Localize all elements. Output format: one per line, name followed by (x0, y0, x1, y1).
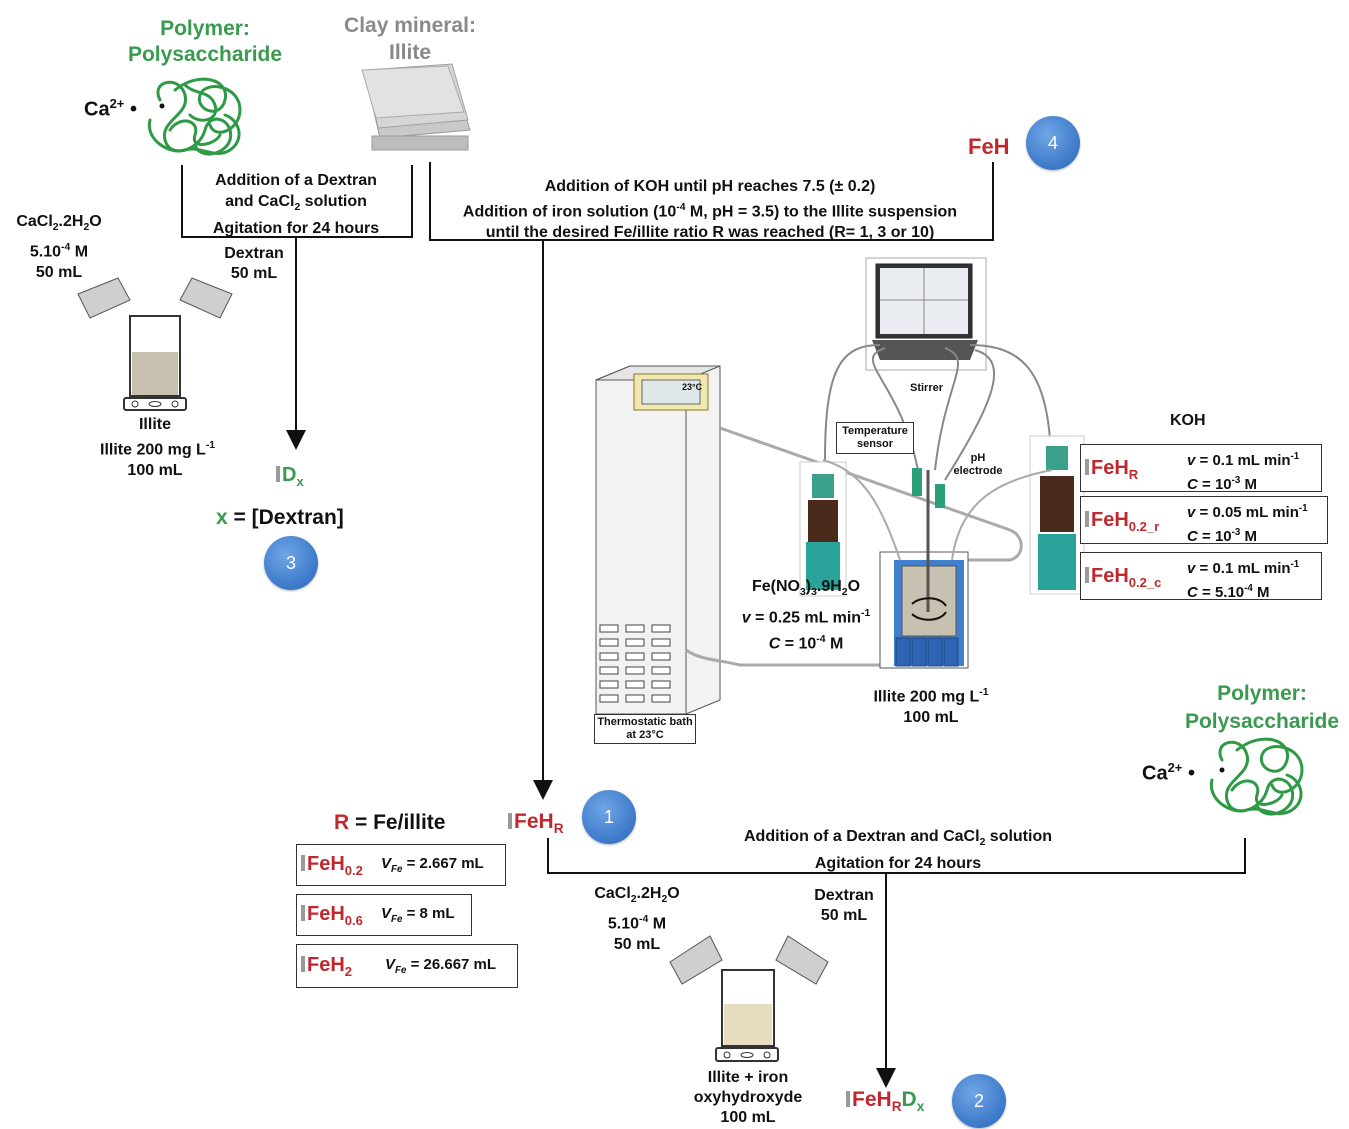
polymer-dot-top (159, 103, 165, 109)
koh-condition-box: FeH0.2_c v = 0.1 mL min-1 C = 5.10-4 M (1080, 552, 1322, 601)
calcium-ion-label-bottom: Ca2+ • (1142, 760, 1195, 785)
ratio-box: FeH0.6 VFe = 8 mL (296, 894, 472, 936)
polymer-subtitle-line: Polysaccharide (127, 43, 283, 66)
koh-box-params: v = 0.05 mL min-1 C = 10-3 M (1187, 503, 1308, 545)
ph-electrode-label: pH electrode (953, 452, 1003, 477)
ratio-box-volume: VFe = 8 mL (381, 905, 455, 925)
temperature-sensor-label: Temperature sensor (836, 422, 914, 454)
reactor-label: Illite 200 mg L-1 100 mL (873, 687, 989, 727)
ratio-box-name: FeH0.6 (301, 903, 363, 928)
koh-condition-box: FeHR v = 0.1 mL min-1 C = 10-3 M (1080, 444, 1322, 493)
thermostatic-bath-unit (595, 365, 721, 715)
left-dextran-label: Dextran 50 mL (224, 245, 284, 282)
thermostatic-bath-label: Thermostatic bath at 23°C (594, 714, 696, 744)
polymer-coil-bottom (1209, 737, 1304, 816)
stirrer-label: Stirrer (910, 382, 944, 394)
koh-label: KOH (1170, 412, 1206, 429)
ratio-box-volume: VFe = 26.667 mL (385, 956, 497, 976)
laptop-icon (865, 257, 987, 371)
bottom-cacl2-label: CaCl2.2H2O 5.10-4 M 50 mL (594, 885, 680, 953)
polymer-title-line: Polymer: (1217, 682, 1307, 705)
bath-display-readout: 23°C (682, 382, 703, 392)
koh-box-name: FeH0.2_r (1085, 509, 1159, 534)
reactor-vessel (879, 468, 969, 669)
koh-box-params: v = 0.1 mL min-1 C = 10-3 M (1187, 451, 1300, 493)
clay-subtitle-line: Illite (388, 41, 431, 64)
ratio-box-name: FeH2 (301, 954, 352, 979)
koh-dispenser-icon (1029, 435, 1085, 595)
product-bar-icon (276, 466, 280, 482)
left-cacl2-label: CaCl2.2H2O 5.10-4 M 50 mL (16, 213, 102, 281)
polymer-subtitle-line: Polysaccharide (1184, 710, 1340, 733)
product-feh-r-dx: FeHRDx (846, 1088, 924, 1114)
bottom-beaker-assembly (669, 935, 829, 1062)
step-4-badge: 4 (1026, 116, 1080, 170)
ratio-box: FeH0.2 VFe = 2.667 mL (296, 844, 506, 886)
top-bracket (429, 162, 994, 241)
product-bar-icon (846, 1091, 850, 1107)
koh-box-params: v = 0.1 mL min-1 C = 5.10-4 M (1187, 559, 1300, 601)
koh-box-name: FeHR (1085, 457, 1138, 482)
polymer-dot-bottom (1219, 767, 1225, 773)
polymer-title-line: Polymer: (160, 17, 250, 40)
ratio-box-volume: VFe = 2.667 mL (381, 855, 484, 875)
step-3-badge: 3 (264, 536, 318, 590)
r-definition: R = Fe/illite (334, 811, 446, 834)
bottom-beaker-label: Illite + iron oxyhydroxyde 100 mL (693, 1069, 803, 1126)
product-bar-icon (508, 813, 512, 829)
ratio-box: FeH2 VFe = 26.667 mL (296, 944, 518, 988)
dispenser-tubes (822, 459, 1053, 561)
bottom-dextran-label: Dextran 50 mL (814, 887, 874, 924)
koh-condition-box: FeH0.2_r v = 0.05 mL min-1 C = 10-3 M (1080, 496, 1328, 545)
koh-box-name: FeH0.2_c (1085, 565, 1161, 590)
x-definition: x = [Dextran] (216, 506, 344, 529)
clay-sheets-icon (361, 63, 471, 151)
clay-title-line: Clay mineral: (344, 14, 476, 37)
step-1-badge: 1 (582, 790, 636, 844)
left-step-description: Addition of a Dextran and CaCl2 solution… (212, 172, 380, 238)
polymer-title-top: Polymer: Polysaccharide (120, 16, 290, 68)
ratio-box-name: FeH0.2 (301, 853, 363, 878)
product-dx: Dx (276, 464, 304, 489)
bath-tubes (685, 426, 1023, 667)
left-beaker-assembly (77, 277, 233, 411)
fe-dispenser-icon (799, 461, 847, 597)
calcium-ion-label-top: Ca2+ • (84, 96, 137, 121)
polymer-coil-top (147, 77, 242, 156)
bottom-bracket (547, 838, 1246, 874)
fe-nitrate-label: Fe(NO3)3.9H2O v = 0.25 mL min-1 C = 10-4… (741, 578, 871, 652)
step-2-badge: 2 (952, 1074, 1006, 1128)
bottom-step-description: Addition of a Dextran and CaCl2 solution… (743, 828, 1052, 873)
feh-label-top: FeH (968, 134, 1010, 159)
polymer-title-bottom: Polymer: Polysaccharide (1176, 680, 1348, 736)
clay-title: Clay mineral: Illite (330, 12, 490, 66)
left-beaker-label: Illite Illite 200 mg L-1 100 mL (100, 416, 216, 480)
top-step-description: Addition of KOH until pH reaches 7.5 (± … (462, 178, 958, 242)
product-feh-r: FeHR (508, 810, 564, 836)
